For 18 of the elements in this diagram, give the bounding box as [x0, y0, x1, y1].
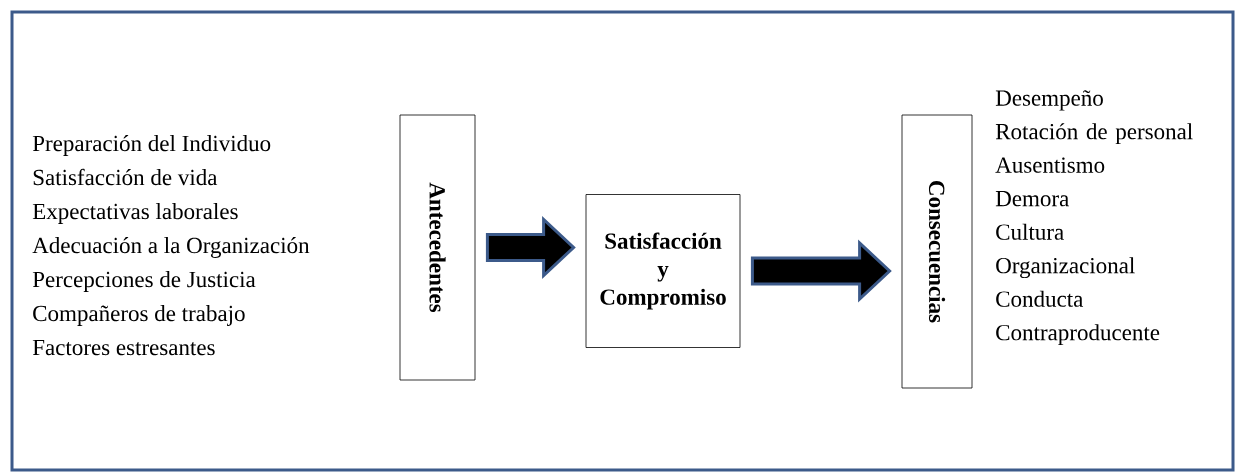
- list-item: Cultura Organizacional: [996, 223, 1135, 279]
- process-box: Satisfacción y Compromiso: [585, 194, 741, 348]
- list-item: Compañeros de trabajo: [33, 305, 245, 326]
- block-arrow: [485, 216, 576, 279]
- block-arrow: [750, 239, 892, 303]
- list-item: Factores estresantes: [32, 339, 215, 356]
- list-item: Satisfacción de vida: [33, 168, 218, 186]
- list-item: Desempeño: [995, 90, 1103, 111]
- vertical-box: Consecuencias: [901, 114, 973, 389]
- list-item: Rotación de personal: [995, 123, 1193, 145]
- list-item: Demora: [995, 191, 1069, 207]
- list-item: Expectativas laborales: [32, 203, 238, 224]
- list-item: Adecuación a la Organización: [32, 237, 310, 258]
- vertical-box: Antecedentes: [399, 114, 476, 381]
- list-item: Ausentismo: [995, 157, 1105, 173]
- list-item: Percepciones de Justicia: [32, 271, 256, 292]
- list-item: Conducta Contraproducente: [996, 290, 1160, 346]
- list-item: Preparación del Individuo: [32, 135, 271, 156]
